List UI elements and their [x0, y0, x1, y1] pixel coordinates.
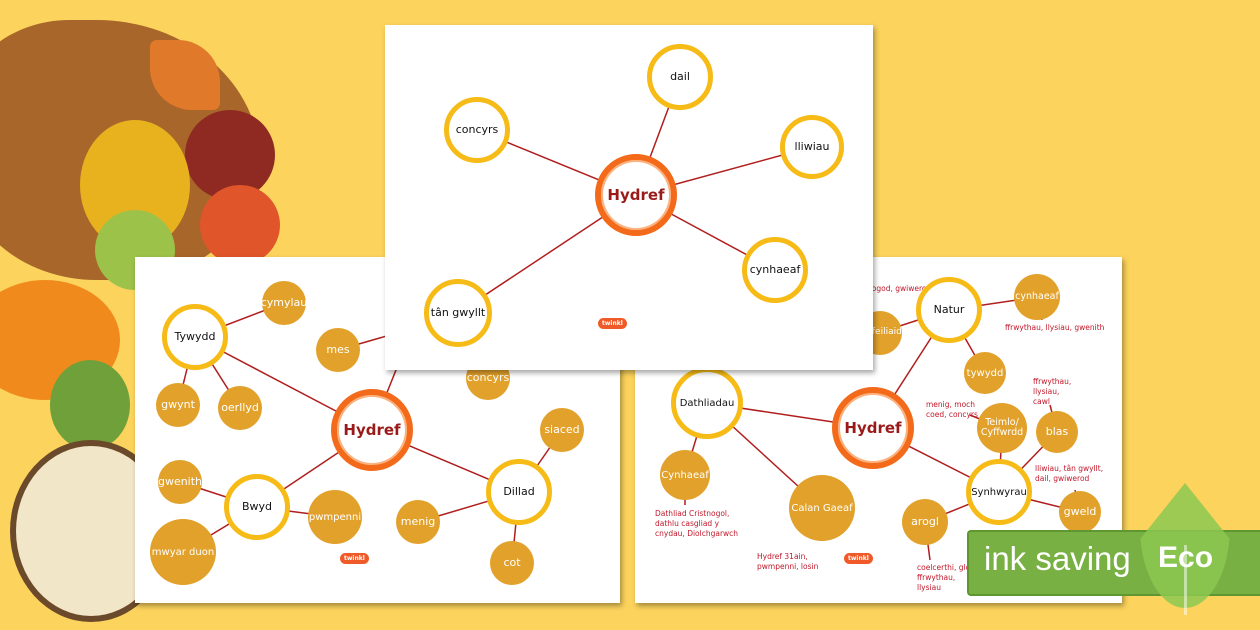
word-node: arogl: [902, 499, 948, 545]
note-text: ffrwythau, llysiau, gwenith: [1005, 323, 1105, 332]
hub-node: Hydref: [595, 154, 677, 236]
note-text: Hydref 31ain, pwmpenni, losin: [757, 552, 819, 571]
leaf-vein: [1184, 545, 1187, 615]
apple-icon: [200, 185, 280, 265]
word-node: menig: [396, 500, 440, 544]
pumpkin-icon: [0, 280, 120, 400]
leaf-icon: [150, 40, 220, 110]
note-text: lliwiau, tân gwyllt, dail, gwiwerod: [1035, 464, 1104, 483]
grapes-icon: [50, 360, 130, 450]
twinkl-logo: twinkl: [844, 553, 873, 564]
word-node: lliwiau: [780, 115, 844, 179]
word-node: concyrs: [444, 97, 510, 163]
hub-node: Hydref: [832, 387, 914, 469]
word-node: gweld: [1059, 491, 1101, 533]
eco-label: Eco: [1158, 541, 1214, 574]
word-node: cot: [490, 541, 534, 585]
word-node: dail: [647, 44, 713, 110]
ink-saving-label: ink saving: [984, 540, 1131, 577]
word-node: tân gwyllt: [424, 279, 492, 347]
category-node: Bwyd: [224, 474, 290, 540]
word-node: anifeiliaid: [858, 311, 902, 355]
word-node: tywydd: [964, 352, 1006, 394]
word-node: mwyar duon: [150, 519, 216, 585]
leaf-icon: [1140, 483, 1230, 608]
word-node: gwenith: [158, 460, 202, 504]
category-node: Dillad: [486, 459, 552, 525]
word-node: Calan Gaeaf: [789, 475, 855, 541]
note-text: draenogod, gwiwerod: [850, 284, 932, 293]
category-node: Tywydd: [162, 304, 228, 370]
note-text: coelcerthi, glo, ffrwythau, llysiau: [917, 563, 973, 592]
note-text: ffrwythau, llysiau, cawl: [1033, 377, 1072, 406]
word-node: cynhaeaf: [742, 237, 808, 303]
word-node: concyrs: [466, 356, 510, 400]
word-node: cymylau: [261, 281, 307, 325]
word-node: siaced: [540, 408, 584, 452]
chestnut-icon: [10, 440, 172, 622]
pear-icon: [95, 210, 175, 290]
word-node: Teimlo/ Cyffwrdd: [977, 403, 1027, 453]
note-text: menig, moch coed, concyrs: [926, 400, 978, 419]
word-node: Cynhaeaf: [660, 450, 710, 500]
word-node: oerllyd: [218, 386, 262, 430]
word-node: blas: [1036, 411, 1078, 453]
note-text: Dathliad Cristnogol, dathlu casgliad y c…: [655, 509, 739, 538]
apple-icon: [185, 110, 275, 200]
category-node: Natur: [916, 277, 982, 343]
word-node: mes: [316, 328, 360, 372]
eco-banner: [967, 530, 1260, 596]
category-node: Synhwyrau: [966, 459, 1032, 525]
twinkl-logo: twinkl: [340, 553, 369, 564]
twinkl-logo: twinkl: [598, 318, 627, 329]
word-node: gwynt: [156, 383, 200, 427]
hub-node: Hydref: [331, 389, 413, 471]
horn-icon: [0, 20, 260, 280]
word-node: pwmpenni: [308, 490, 362, 544]
category-node: Dathliadau: [671, 367, 743, 439]
word-node: cynhaeaf: [1014, 274, 1060, 320]
fruit-icon: [80, 120, 190, 250]
